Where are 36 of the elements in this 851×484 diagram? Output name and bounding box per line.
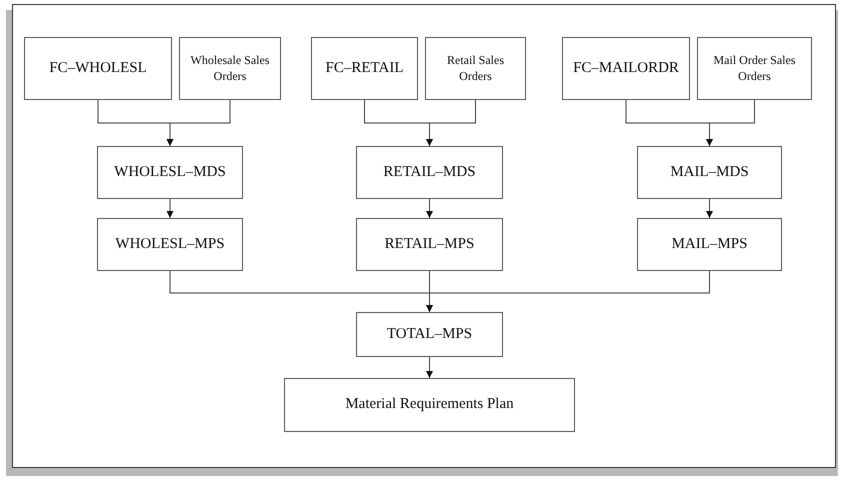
box-label: RETAIL–MDS: [383, 162, 476, 182]
box-label: MAIL–MPS: [672, 234, 748, 254]
process-box: [97, 146, 243, 199]
box-label: WHOLESL–MPS: [115, 234, 225, 254]
box-label: MAIL–MDS: [670, 162, 749, 182]
process-box: [562, 37, 690, 100]
process-box: [97, 218, 243, 271]
arrow: [166, 100, 230, 146]
box-label: FC–RETAIL: [326, 58, 404, 78]
arrow: [706, 100, 755, 146]
arrow: [426, 356, 433, 378]
box-label: TOTAL–MPS: [386, 324, 472, 344]
process-box: [356, 218, 503, 271]
box-label: FC–MAILORDR: [573, 58, 679, 78]
process-box: [637, 146, 782, 199]
box-label: Material Requirements Plan: [345, 395, 514, 414]
box-label: Wholesale Sales Orders: [190, 52, 270, 84]
box-label: Mail Order Sales Orders: [712, 52, 796, 84]
arrow: [426, 198, 433, 218]
process-box: [425, 37, 526, 100]
process-box: [356, 146, 503, 199]
box-label: Retail Sales Orders: [446, 52, 505, 84]
process-box: [179, 37, 281, 100]
process-box: [284, 378, 575, 432]
arrow: [706, 198, 713, 218]
process-box: [356, 312, 503, 357]
process-box: [637, 218, 782, 271]
process-box: [311, 37, 418, 100]
arrow: [166, 198, 174, 218]
box-label: RETAIL–MPS: [384, 234, 474, 254]
arrow: [426, 270, 710, 312]
box-label: WHOLESL–MDS: [114, 162, 226, 182]
box-label: FC–WHOLESL: [49, 58, 147, 78]
process-box: [697, 37, 812, 100]
arrow: [426, 100, 476, 146]
process-box: [24, 37, 172, 100]
